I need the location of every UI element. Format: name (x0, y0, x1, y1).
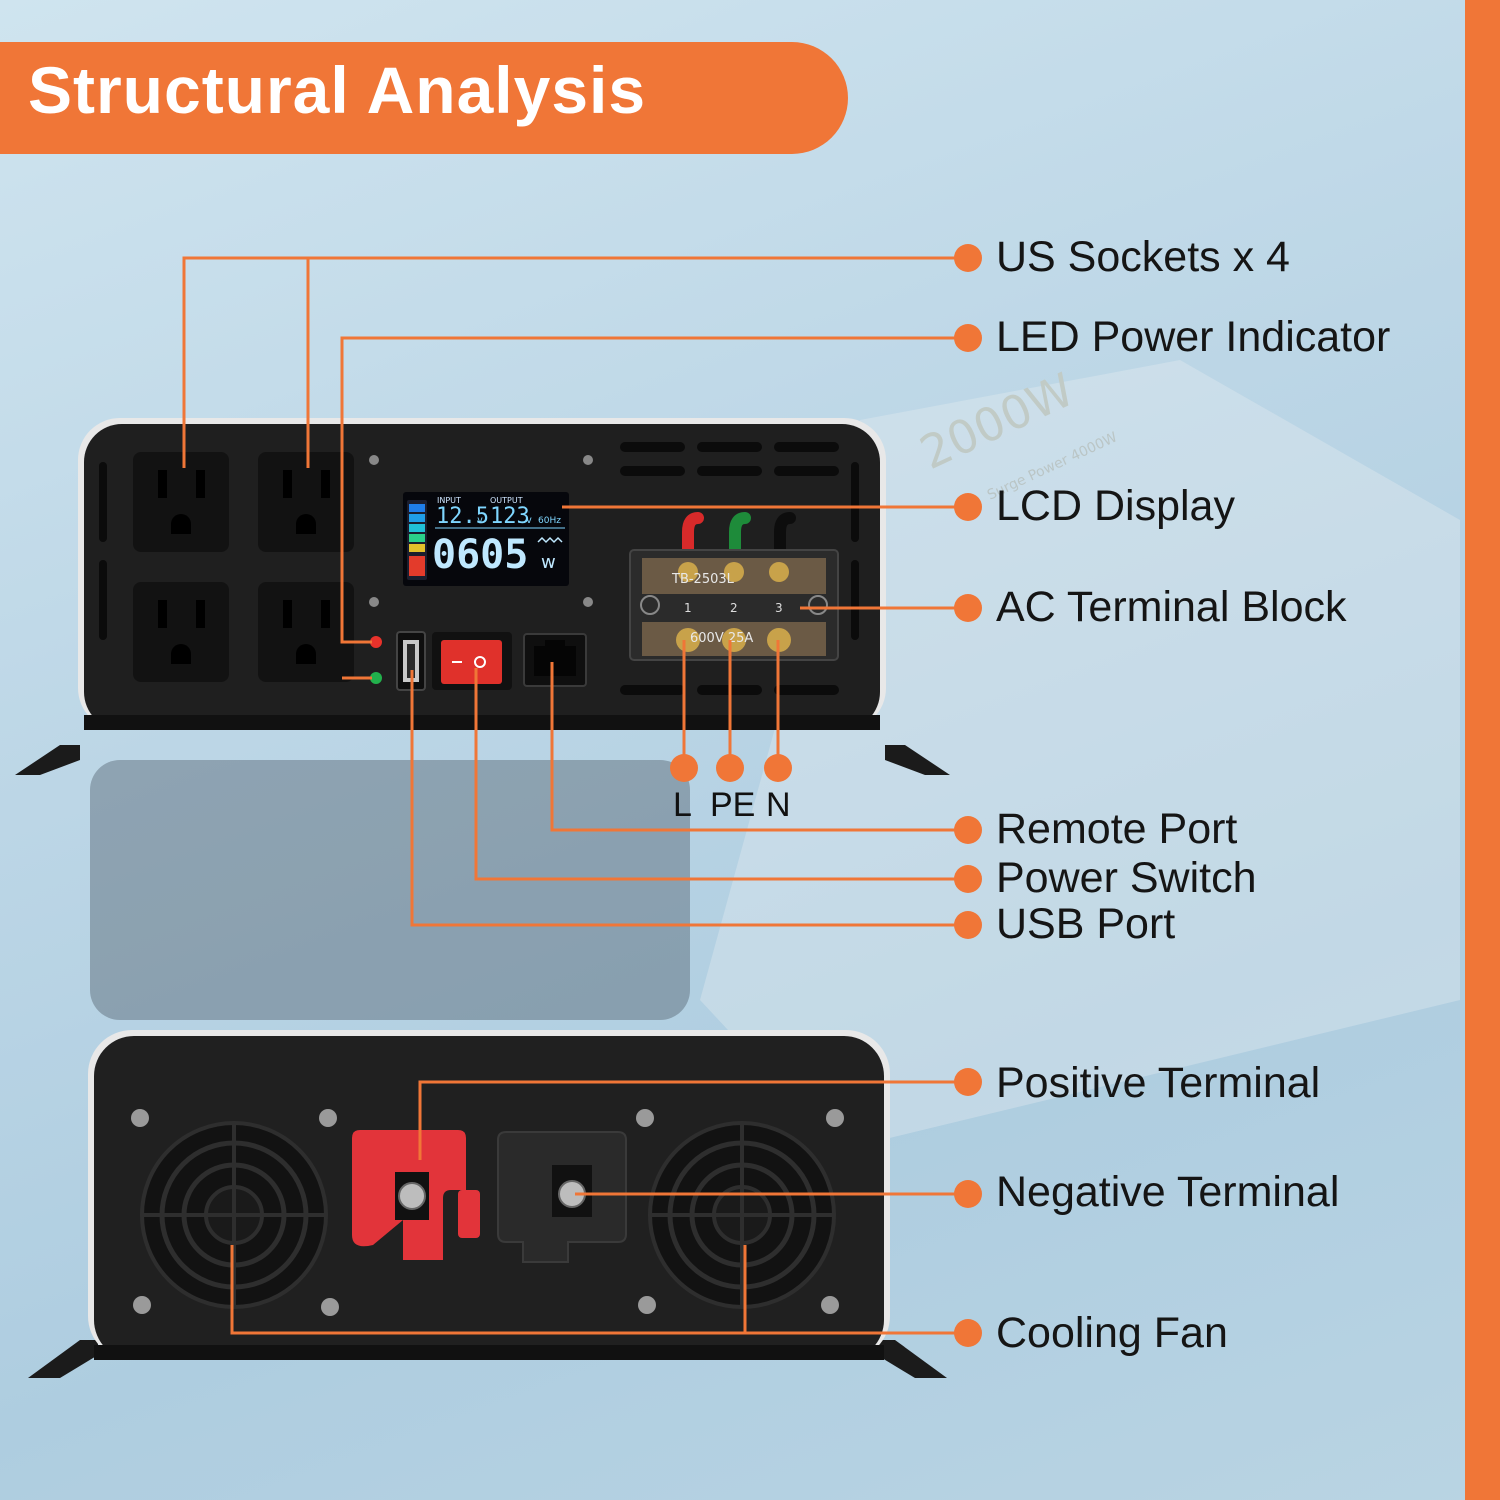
terminal-block-model: TB-2503L (671, 572, 735, 587)
lcd-input-unit: v (477, 515, 483, 526)
positive-terminal (352, 1130, 480, 1260)
callout-lines (182, 256, 968, 1335)
lcd-output-label: OUTPUT (490, 496, 523, 505)
callout-dots (670, 244, 982, 1347)
label-power-switch: Power Switch (996, 854, 1257, 902)
inverter-rear-panel (28, 1030, 947, 1378)
title-banner (0, 42, 848, 154)
terminal-position-2: 2 (730, 601, 738, 615)
accent-side-bar (1465, 0, 1500, 1500)
label-led-power-indicator: LED Power Indicator (996, 313, 1391, 361)
remote-port (523, 633, 587, 687)
lcd-input-label: INPUT (437, 496, 461, 505)
us-socket (258, 582, 354, 682)
lcd-input-value: 12.5 (436, 504, 489, 529)
negative-terminal (497, 1131, 627, 1263)
label-usb-port: USB Port (996, 900, 1176, 948)
us-socket (133, 582, 229, 682)
label-cooling-fan: Cooling Fan (996, 1309, 1228, 1357)
page-title: Structural Analysis (28, 53, 647, 127)
ac-terminal-block: TB-2503L 1 2 3 600V 25A (629, 549, 839, 661)
label-remote-port: Remote Port (996, 805, 1238, 853)
terminal-position-3: 3 (775, 601, 783, 615)
terminal-label-pe: PE (710, 786, 756, 824)
label-positive-terminal: Positive Terminal (996, 1059, 1321, 1107)
lcd-output-value: 123 (490, 504, 530, 529)
terminal-label-l: L (673, 786, 692, 824)
green-led-indicator (370, 672, 382, 684)
red-led-indicator (370, 636, 382, 648)
label-ac-terminal-block: AC Terminal Block (996, 583, 1347, 631)
lcd-frequency: 60Hz (538, 516, 561, 526)
label-lcd-display: LCD Display (996, 482, 1235, 530)
lcd-power-unit: w (541, 552, 556, 573)
label-negative-terminal: Negative Terminal (996, 1168, 1340, 1216)
power-switch (432, 632, 512, 690)
lcd-display: INPUT OUTPUT 12.5 v 123 v 60Hz 0605 w (403, 492, 569, 586)
terminal-label-n: N (766, 786, 791, 824)
cooling-fan-left (140, 1121, 328, 1309)
sine-wave-icon (537, 536, 563, 544)
inverter-front-panel: INPUT OUTPUT 12.5 v 123 v 60Hz 0605 w (15, 418, 950, 775)
us-socket (258, 452, 354, 552)
terminal-block-rating: 600V 25A (690, 631, 753, 646)
cooling-fan-right (648, 1121, 836, 1309)
label-us-sockets: US Sockets x 4 (996, 233, 1290, 281)
lcd-output-unit: v (526, 515, 532, 526)
lcd-power-value: 0605 (432, 532, 528, 578)
terminal-position-1: 1 (684, 601, 692, 615)
us-socket (133, 452, 229, 552)
usb-port (396, 631, 426, 691)
